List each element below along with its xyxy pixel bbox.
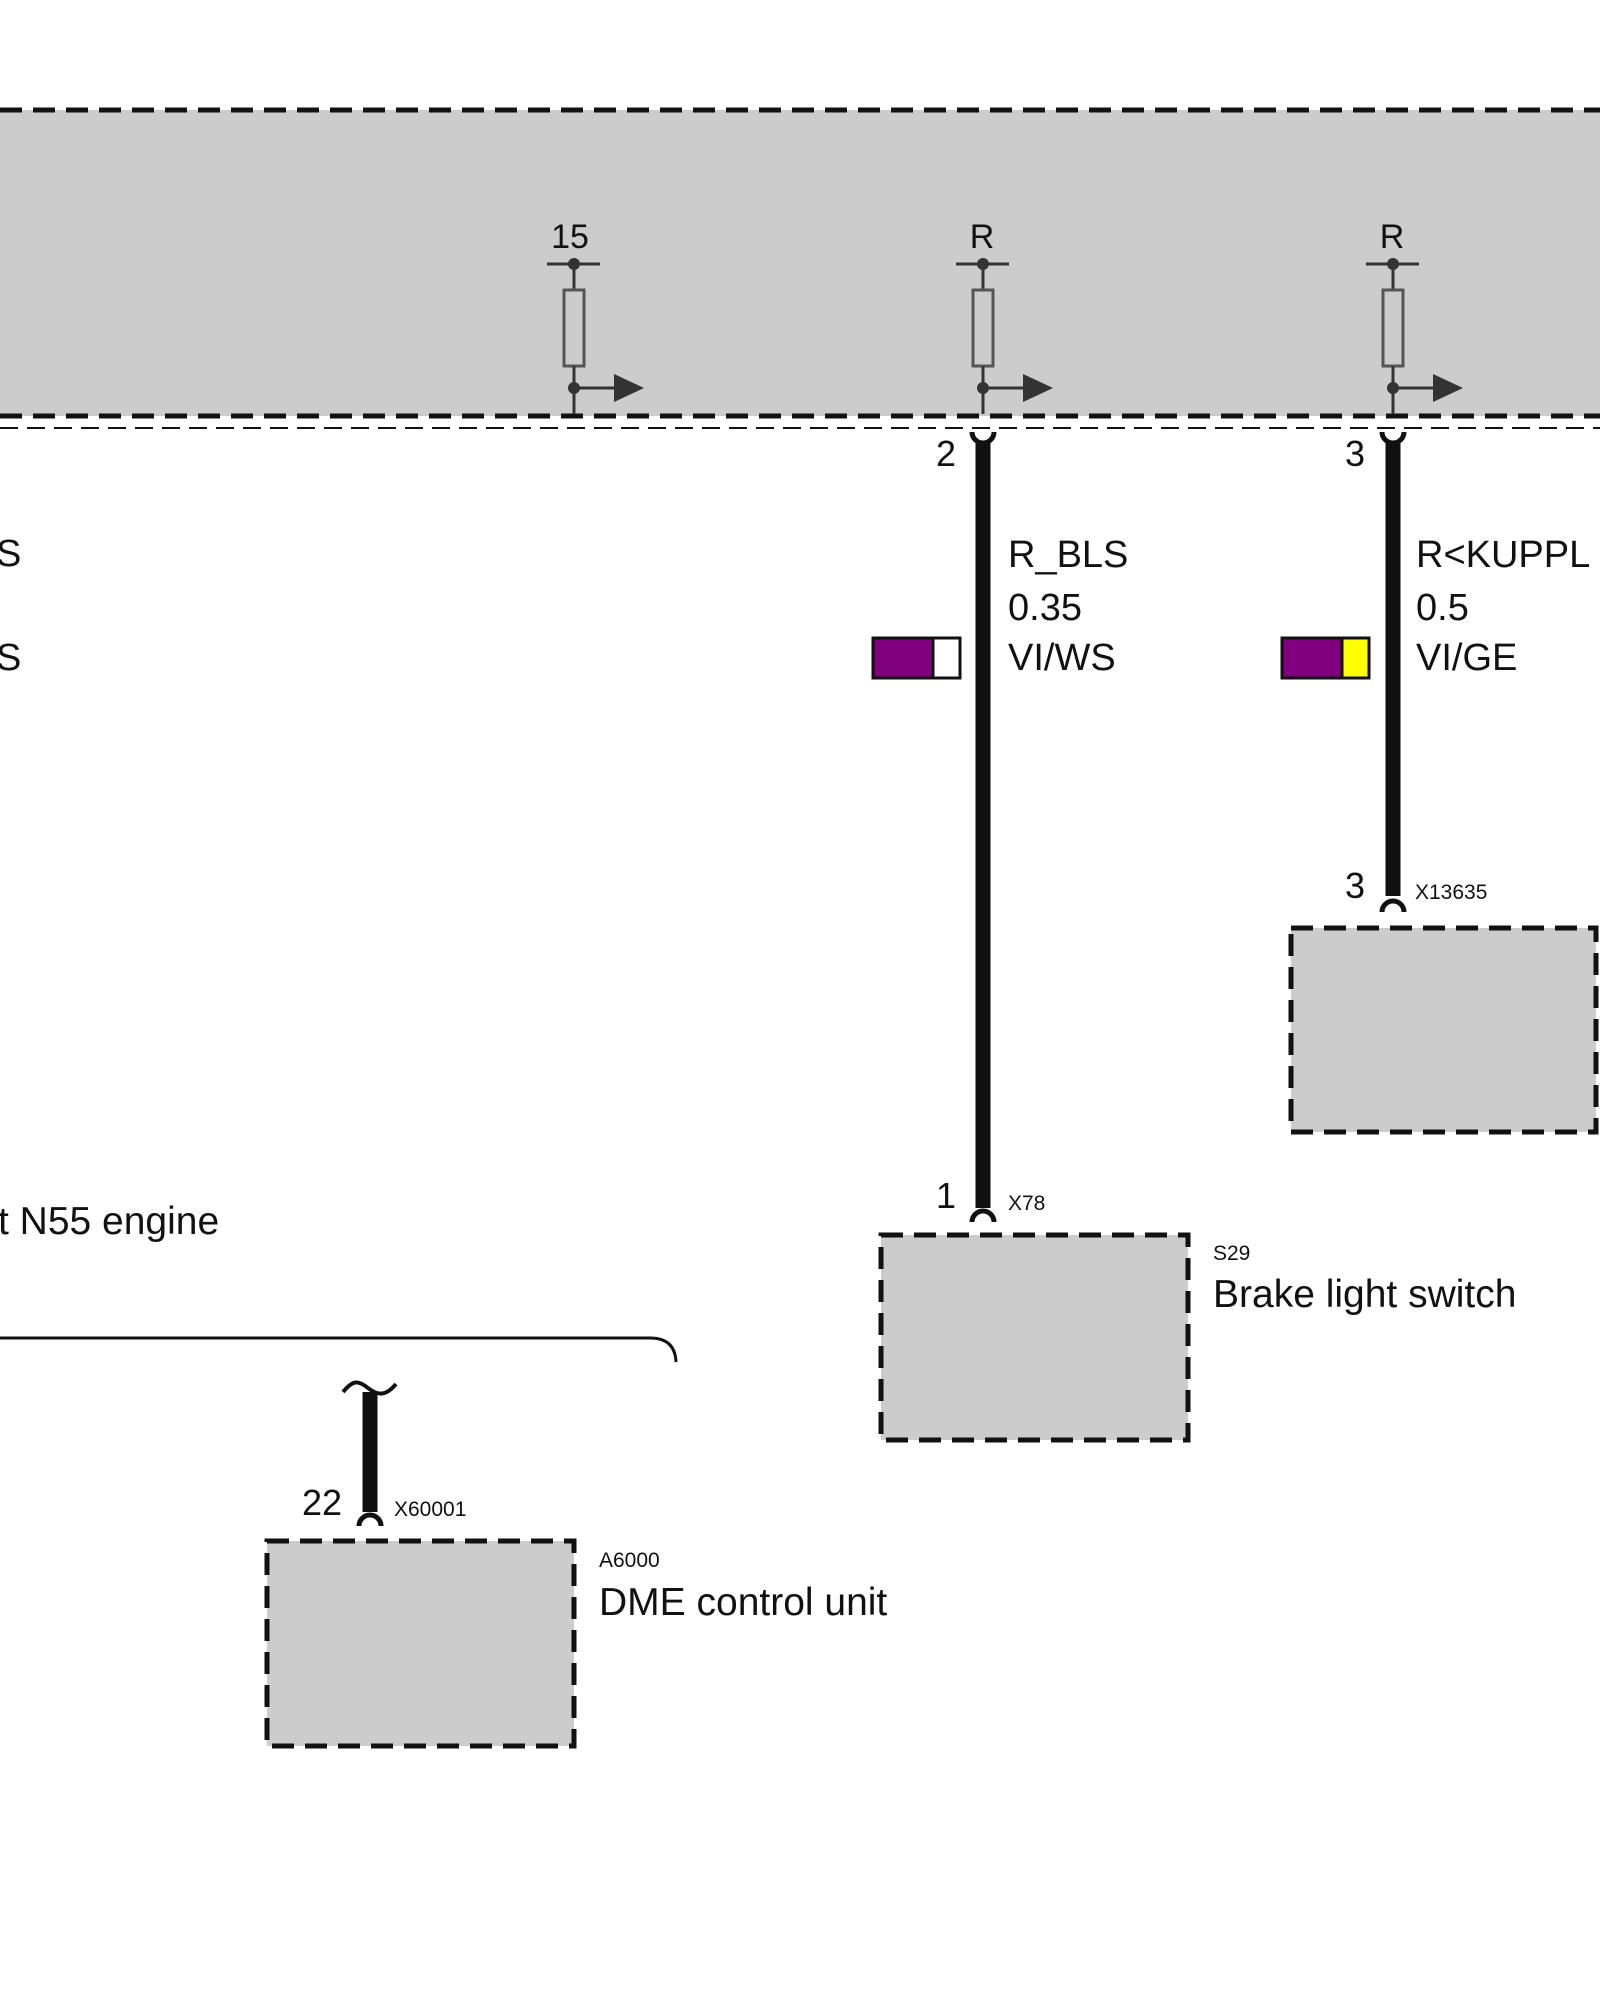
wire-r-bls-color-code: VI/WS — [1008, 637, 1116, 679]
dme-code: A6000 — [599, 1549, 660, 1572]
brake-light-switch-box — [878, 1232, 1191, 1443]
wire-r-kuppl: 3 R<KUPPL 0.5 VI/GE 3 X13635 — [1280, 431, 1590, 913]
pullup-resistor-r-kuppl: R — [1366, 218, 1463, 414]
dme-control-unit: 22 X60001 A6000 DME control unit — [264, 1380, 887, 1749]
wire-r-kuppl-cross-section: 0.5 — [1416, 587, 1469, 629]
wire-r-bls-cross-section: 0.35 — [1008, 587, 1082, 629]
wire-r-bls-signal: R_BLS — [1008, 534, 1128, 576]
engine-group-brace — [0, 1336, 678, 1363]
wire-r-kuppl-color-code: VI/GE — [1416, 637, 1517, 679]
wire-r-bls-pin-bottom: 1 — [936, 1175, 956, 1216]
brake-light-switch: S29 Brake light switch — [878, 1232, 1516, 1443]
wire-r-kuppl-connector: X13635 — [1415, 881, 1487, 904]
rail-label-r-2: R — [1380, 218, 1405, 256]
engine-label-fragment: t N55 engine — [0, 1200, 219, 1243]
wire-r-bls-connector: X78 — [1008, 1192, 1045, 1215]
clutch-switch-component-box — [1288, 925, 1599, 1135]
wire-r-kuppl-color-swatch — [1280, 636, 1371, 680]
dme-pin: 22 — [302, 1482, 342, 1523]
rail-label-15: 15 — [551, 218, 589, 256]
wire-r-kuppl-pin-bottom: 3 — [1345, 865, 1365, 906]
brake-light-switch-code: S29 — [1213, 1242, 1250, 1265]
wire-r-kuppl-signal: R<KUPPL — [1416, 534, 1590, 576]
dme-name: DME control unit — [599, 1581, 887, 1624]
left-cut-label-2: S — [0, 637, 21, 679]
brake-light-switch-name: Brake light switch — [1213, 1273, 1516, 1316]
rail-label-r-1: R — [970, 218, 995, 256]
wire-r-bls: 2 R_BLS 0.35 VI/WS 1 X78 — [871, 431, 1128, 1223]
dme-control-unit-box — [264, 1538, 577, 1749]
wire-r-kuppl-pin-top: 3 — [1345, 433, 1365, 474]
pullup-resistor-15: 15 — [547, 218, 644, 414]
control-module-block — [0, 107, 1600, 429]
pullup-resistor-r-bls: R — [956, 218, 1053, 414]
wire-r-bls-color-swatch — [871, 636, 962, 680]
dme-connector: X60001 — [394, 1498, 466, 1521]
left-cut-label-1: S — [0, 533, 21, 575]
wire-r-bls-pin-top: 2 — [936, 433, 956, 474]
